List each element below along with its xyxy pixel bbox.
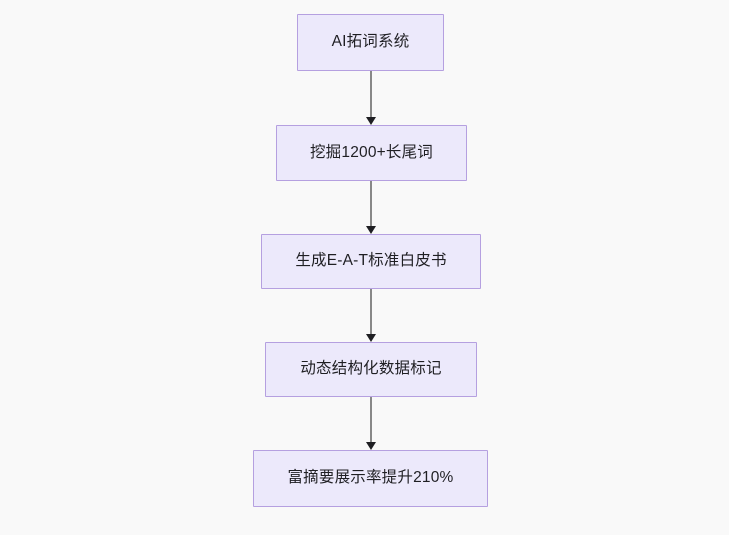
edge-line <box>370 181 372 226</box>
edge-line <box>370 397 372 442</box>
flowchart-node-label: 生成E-A-T标准白皮书 <box>295 252 447 270</box>
flowchart-node-label: AI拓词系统 <box>331 33 410 51</box>
flowchart-node-mine-longtail-keywords[interactable]: 挖掘1200+长尾词 <box>276 125 467 181</box>
arrow-down-icon <box>365 117 376 125</box>
arrow-down-icon <box>365 334 376 342</box>
flowchart-node-dynamic-structured-data-markup[interactable]: 动态结构化数据标记 <box>265 342 477 397</box>
flowchart-node-label: 富摘要展示率提升210% <box>287 469 454 487</box>
flowchart-node-generate-eat-whitepaper[interactable]: 生成E-A-T标准白皮书 <box>261 234 481 289</box>
edge-line <box>370 71 372 117</box>
flowchart-node-label: 动态结构化数据标记 <box>300 360 442 378</box>
arrow-down-icon <box>365 442 376 450</box>
flowchart-node-label: 挖掘1200+长尾词 <box>309 143 434 161</box>
edge-line <box>370 289 372 334</box>
flowchart-node-rich-snippet-rate-increase[interactable]: 富摘要展示率提升210% <box>253 450 488 507</box>
flowchart-node-ai-keyword-system[interactable]: AI拓词系统 <box>297 14 444 71</box>
arrow-down-icon <box>365 226 376 234</box>
